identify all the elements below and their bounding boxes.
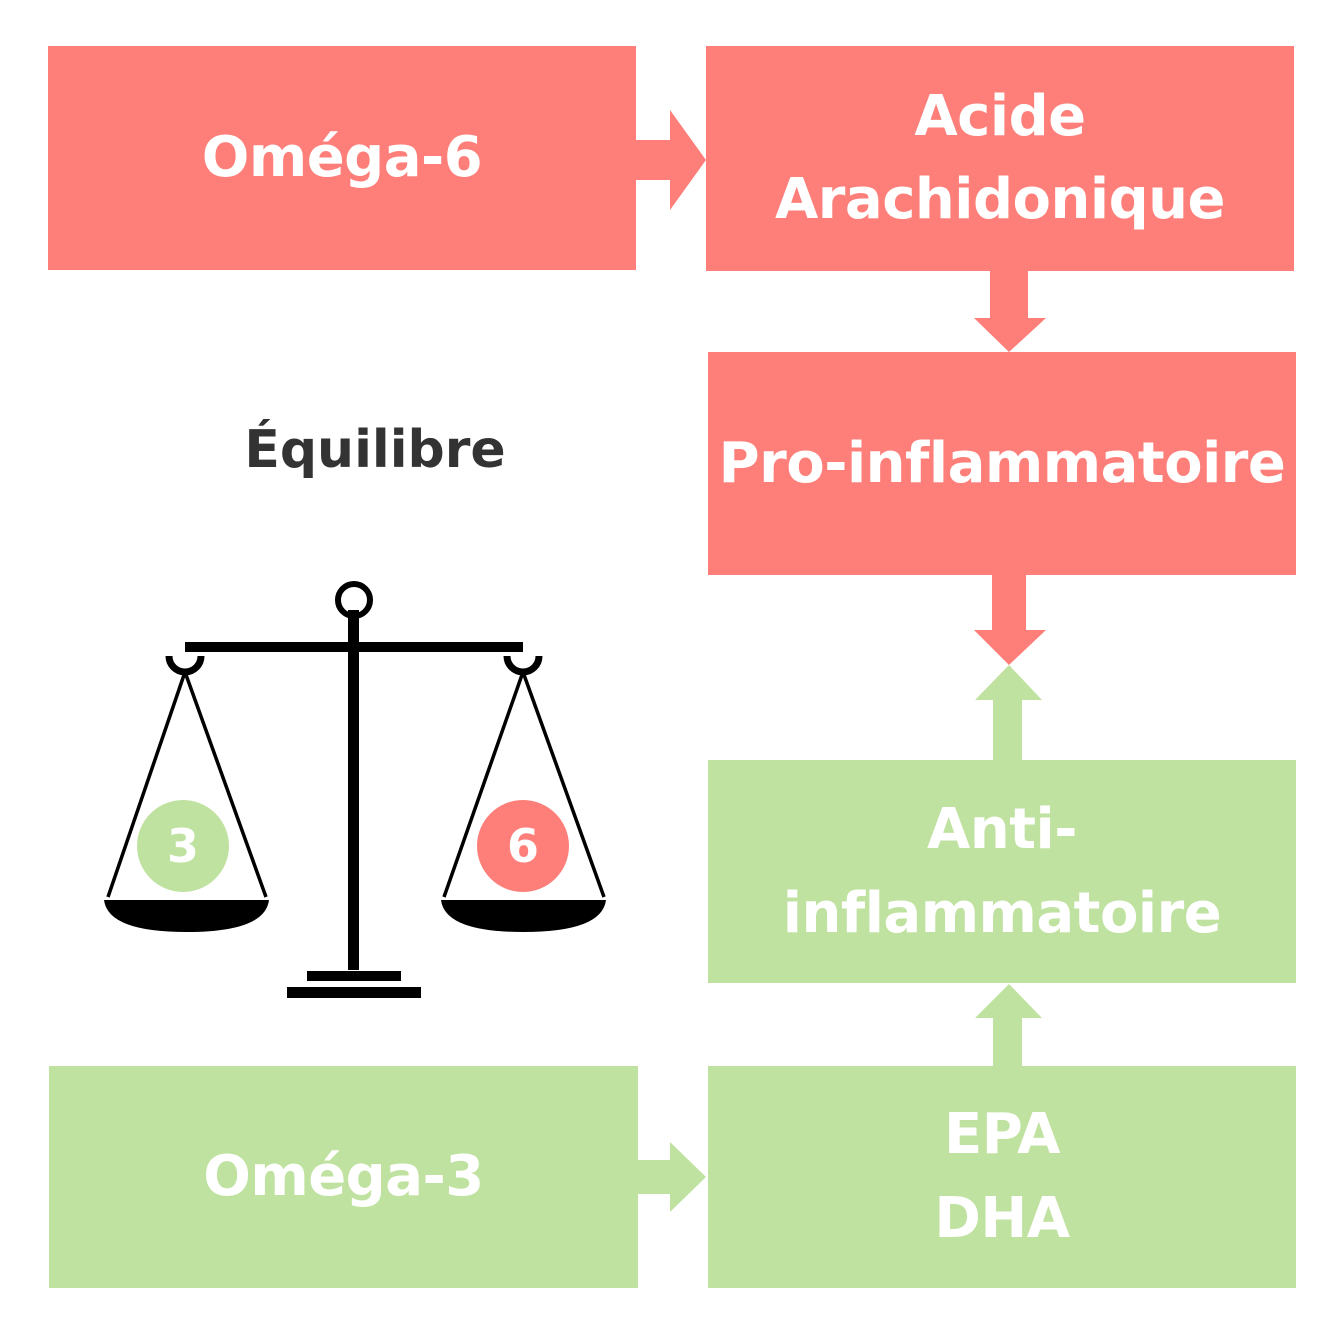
- omega6-label: Oméga-6: [201, 125, 483, 190]
- arachidonic-label-line1: Acide: [914, 83, 1086, 149]
- omega3-weight-label: 3: [167, 819, 199, 873]
- epa-label: EPA: [944, 1102, 1061, 1167]
- pro-inflammatory-box: Pro-inflammatoire: [708, 352, 1296, 575]
- omega3-label: Oméga-3: [203, 1144, 484, 1209]
- scale-left-string-a: [106, 671, 187, 898]
- anti-inflammatory-box: Anti-inflammatoire: [708, 760, 1296, 983]
- arrow-omega6-to-arachidonic: [636, 110, 706, 210]
- scale-base-top: [307, 971, 401, 981]
- dha-label: DHA: [934, 1186, 1070, 1251]
- omega6-weight-label: 6: [507, 819, 539, 873]
- scale-beam: [185, 642, 523, 652]
- balance-title: Équilibre: [244, 420, 506, 480]
- anti-inflammatory-label: Anti-inflammatoire: [782, 796, 1222, 946]
- arachidonic-acid-box: Acide Arachidonique: [706, 46, 1294, 271]
- arrow-pro-down: [974, 575, 1046, 665]
- arachidonic-label-line2: Arachidonique: [774, 166, 1226, 232]
- balance-scale-icon: 3 6: [104, 581, 606, 998]
- omega6-weight-circle: [477, 800, 569, 892]
- arrow-omega3-to-epa: [638, 1142, 706, 1212]
- epa-dha-box: EPA DHA: [708, 1066, 1296, 1288]
- scale-base-bottom: [287, 987, 421, 998]
- scale-right-pan: [441, 900, 606, 932]
- scale-left-string-b: [183, 671, 268, 898]
- omega3-weight-circle: [137, 800, 229, 892]
- scale-right-string-b: [521, 671, 606, 898]
- pro-inflammatory-label: Pro-inflammatoire: [718, 430, 1286, 496]
- omega3-box: Oméga-3: [49, 1066, 638, 1288]
- scale-left-pan: [104, 900, 269, 932]
- scale-right-hook: [503, 655, 543, 676]
- arrow-epa-to-anti: [975, 984, 1042, 1066]
- arrow-anti-up: [975, 665, 1042, 760]
- arrow-arachidonic-to-pro: [974, 270, 1046, 352]
- scale-left-hook: [165, 655, 205, 676]
- omega6-box: Oméga-6: [48, 46, 636, 270]
- scale-right-string-a: [442, 671, 525, 898]
- scale-pole: [348, 610, 359, 970]
